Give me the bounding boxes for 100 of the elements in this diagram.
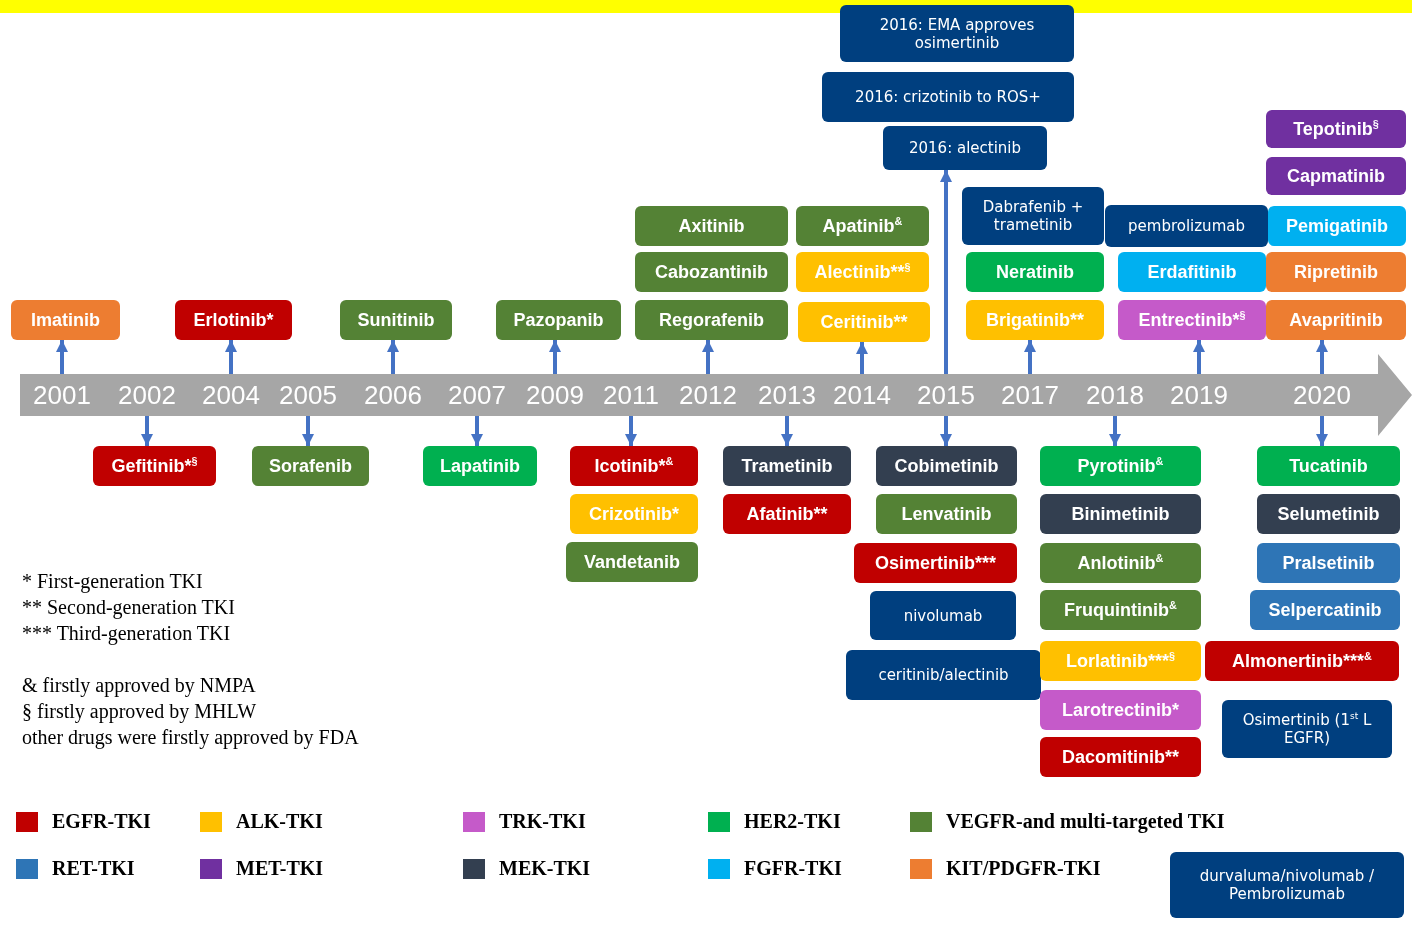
arrow: [940, 416, 952, 446]
note-box: 2016: alectinib: [883, 126, 1047, 170]
drug-box: Anlotinib$^{&}$: [1040, 543, 1201, 583]
footnote-text: & firstly approved by NMPA: [22, 674, 256, 697]
year-label: 2009: [521, 377, 589, 413]
drug-box: Selpercatinib: [1250, 590, 1400, 630]
note-box: durvaluma/nivolumab / Pembrolizumab: [1170, 852, 1404, 918]
footnote-text: § firstly approved by MHLW: [22, 700, 257, 723]
footnote-text: other drugs were firstly approved by FDA: [22, 726, 359, 749]
arrow: [625, 416, 637, 446]
year-label: 2002: [113, 377, 181, 413]
year-label: 2018: [1081, 377, 1149, 413]
drug-box: Lorlatinib***$^{§}$: [1040, 641, 1201, 681]
arrow: [141, 416, 153, 446]
arrow: [471, 416, 483, 446]
drug-box: Cobimetinib: [876, 446, 1017, 486]
arrow: [702, 340, 714, 374]
drug-box: Alectinib**$^{§}$: [796, 252, 929, 292]
note-box: 2016: crizotinib to ROS+: [822, 72, 1074, 122]
year-label: 2019: [1165, 377, 1233, 413]
note-box: nivolumab: [870, 591, 1016, 640]
drug-box: Dacomitinib**: [1040, 737, 1201, 777]
legend-label: KIT/PDGFR-TKI: [946, 857, 1101, 880]
footnote-text: ** Second-generation TKI: [22, 596, 235, 619]
note-box: Dabrafenib + trametinib: [962, 187, 1104, 245]
footnote-text: * First-generation TKI: [22, 570, 203, 593]
drug-box: Ripretinib: [1266, 252, 1406, 292]
year-label: 2005: [274, 377, 342, 413]
drug-box: Erlotinib*: [175, 300, 292, 340]
arrow: [1316, 416, 1328, 446]
drug-box: Entrectinib*$^{§}$: [1118, 300, 1266, 340]
drug-box: Erdafitinib: [1118, 252, 1266, 292]
drug-box: Ceritinib**: [798, 302, 930, 342]
drug-box: Capmatinib: [1266, 157, 1406, 195]
drug-box: Pralsetinib: [1257, 543, 1400, 583]
drug-box: Icotinib*$^{&}$: [570, 446, 698, 486]
year-label: 2013: [753, 377, 821, 413]
drug-box: Sunitinib: [340, 300, 452, 340]
drug-box: Almonertinib***$^{&}$: [1205, 641, 1399, 681]
drug-box: Lapatinib: [423, 446, 537, 486]
drug-box: Lenvatinib: [876, 494, 1017, 534]
legend-label: ALK-TKI: [236, 810, 323, 833]
arrow: [781, 416, 793, 446]
footnote-text: *** Third-generation TKI: [22, 622, 231, 645]
year-label: 2006: [359, 377, 427, 413]
year-label: 2012: [674, 377, 742, 413]
legend-label: MEK-TKI: [499, 857, 591, 880]
legend-label: EGFR-TKI: [52, 810, 151, 833]
drug-box: Selumetinib: [1257, 494, 1400, 534]
drug-box: Pemigatinib: [1268, 206, 1406, 246]
arrow: [856, 342, 868, 374]
arrow: [1109, 416, 1121, 446]
arrow: [1024, 340, 1036, 374]
timeline-arrow: [20, 354, 1412, 436]
arrow: [225, 340, 237, 374]
arrow: [549, 340, 561, 374]
drug-box: Sorafenib: [252, 446, 369, 486]
arrow: [1316, 340, 1328, 374]
year-label: 2004: [197, 377, 265, 413]
year-label: 2011: [597, 377, 665, 413]
drug-box: Binimetinib: [1040, 494, 1201, 534]
year-label: 2020: [1288, 377, 1356, 413]
note-box: Osimertinib (1$^{st}$ L EGFR): [1222, 700, 1392, 758]
year-label: 2015: [912, 377, 980, 413]
year-label: 2001: [28, 377, 96, 413]
arrow: [387, 340, 399, 374]
drug-box: Axitinib: [635, 206, 788, 246]
drug-box: Afatinib**: [723, 494, 851, 534]
note-box: pembrolizumab: [1105, 205, 1268, 247]
legend-label: RET-TKI: [52, 857, 135, 880]
drug-box: Crizotinib*: [570, 494, 698, 534]
year-label: 2014: [828, 377, 896, 413]
drug-box: Larotrectinib*: [1040, 690, 1201, 730]
legend-label: MET-TKI: [236, 857, 324, 880]
drug-box: Tucatinib: [1257, 446, 1400, 486]
note-box: ceritinib/alectinib: [846, 650, 1041, 700]
drug-box: Pyrotinib$^{&}$: [1040, 446, 1201, 486]
legend-label: VEGFR-and multi-targeted TKI: [946, 810, 1225, 833]
drug-box: Cabozantinib: [635, 252, 788, 292]
drug-box: Neratinib: [966, 252, 1104, 292]
drug-box: Tepotinib$^{§}$: [1266, 110, 1406, 148]
drug-box: Pazopanib: [496, 300, 621, 340]
note-box: 2016: EMA approves osimertinib: [840, 5, 1074, 62]
legend-label: FGFR-TKI: [744, 857, 842, 880]
year-label: 2007: [443, 377, 511, 413]
arrow: [302, 416, 314, 446]
arrow: [1193, 340, 1205, 374]
drug-box: Imatinib: [11, 300, 120, 340]
year-label: 2017: [996, 377, 1064, 413]
drug-box: Avapritinib: [1266, 300, 1406, 340]
drug-box: Regorafenib: [635, 300, 788, 340]
drug-box: Trametinib: [723, 446, 851, 486]
drug-box: Brigatinib**: [966, 300, 1104, 340]
drug-box: Fruquintinib$^{&}$: [1040, 590, 1201, 630]
drug-box: Osimertinib***: [854, 543, 1017, 583]
legend-label: TRK-TKI: [499, 810, 586, 833]
arrow: [940, 170, 952, 374]
arrow: [56, 340, 68, 374]
drug-box: Gefitinib*$^{§}$: [93, 446, 216, 486]
drug-box: Apatinib$^{&}$: [796, 206, 929, 246]
